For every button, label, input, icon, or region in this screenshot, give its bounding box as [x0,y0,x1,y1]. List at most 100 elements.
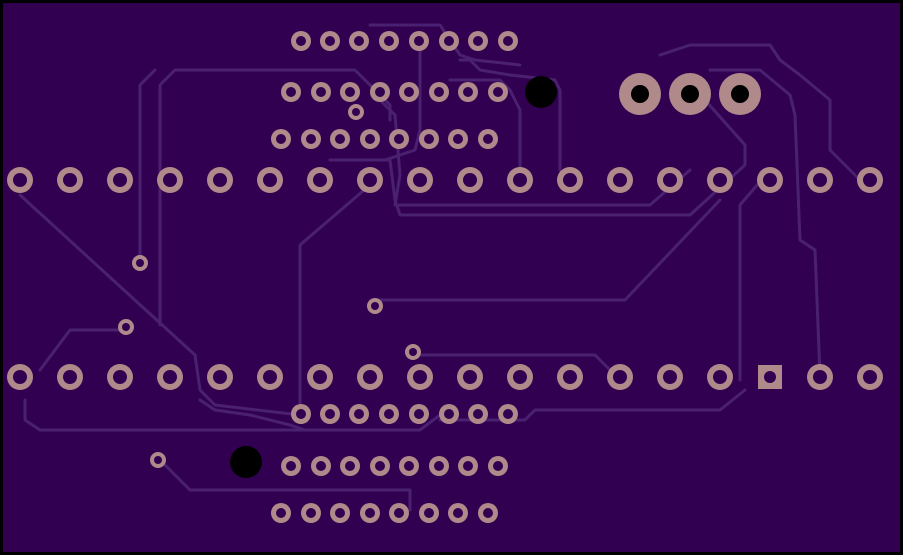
header-bottom-pad-hole [163,370,177,384]
header-top-pad [57,167,83,193]
header-bottom-pad [157,364,183,390]
via [367,298,383,314]
header-top-pad-hole [63,173,77,187]
connector-bottom-pad-hole [276,508,286,518]
header-bottom-pad-hole [463,370,477,384]
via [132,255,148,271]
connector-top-pad-hole [444,36,454,46]
header-top-pad [257,167,283,193]
header-top-pad [157,167,183,193]
header-top-pad-hole [263,173,277,187]
header-top-pad [707,167,733,193]
connector-top-pad-hole [335,134,345,144]
header-top-pad [507,167,533,193]
connector-top-pad [468,31,488,51]
connector-top-pad-hole [503,36,513,46]
connector-top-pad [419,129,439,149]
header-top-pad-hole [413,173,427,187]
header-top-pad-hole [813,173,827,187]
connector-top-pad [498,31,518,51]
connector-bottom-pad [488,456,508,476]
header-bottom-pad [607,364,633,390]
header-bottom-pad-hole [863,370,877,384]
connector-top-pad [458,82,478,102]
connector-top-pad [311,82,331,102]
connector-bottom-pad-hole [375,461,385,471]
connector-top-pad-hole [345,87,355,97]
header-bottom-pad-hole [613,370,627,384]
connector-top-pad [291,31,311,51]
trace [378,98,692,207]
trace [38,328,127,372]
connector-top-pad [349,31,369,51]
connector-bottom-pad [340,456,360,476]
header-top-pad [857,167,883,193]
trace [438,388,747,422]
header-bottom-pad-hole [563,370,577,384]
trace [328,98,747,217]
pads-layer [7,31,883,523]
header-top-pad [607,167,633,193]
connector-top-pad-hole [384,36,394,46]
header-top-pad [207,167,233,193]
connector-top-pad-hole [483,134,493,144]
copper-traces [18,23,862,512]
trace [413,353,617,377]
connector-bottom-pad-hole [414,409,424,419]
power-connector-pad [619,73,661,115]
connector-top-pad [429,82,449,102]
connector-top-pad [281,82,301,102]
header-bottom-pad-hole [13,370,27,384]
connector-bottom-pad [468,404,488,424]
connector-bottom-pad-hole [493,461,503,471]
connector-bottom-pad [281,456,301,476]
connector-bottom-pad [370,456,390,476]
header-bottom-pad-hole [513,370,527,384]
trace [458,58,562,172]
header-top-pad-hole [463,173,477,187]
connector-top-pad-hole [463,87,473,97]
connector-top-pad-hole [286,87,296,97]
connector-bottom-pad [448,503,468,523]
connector-top-pad [399,82,419,102]
mounting-holes [230,76,557,478]
trace [158,68,392,327]
header-bottom-pad [807,364,833,390]
header-bottom-pad [457,364,483,390]
header-top-pad-hole [513,173,527,187]
connector-bottom-pad-hole [296,409,306,419]
connector-bottom-pad-hole [444,409,454,419]
header-top-pad-hole [213,173,227,187]
connector-top-pad-hole [375,87,385,97]
connector-bottom-pad [379,404,399,424]
connector-bottom-pad-hole [335,508,345,518]
power-connector-hole [731,85,749,103]
connector-bottom-pad [419,503,439,523]
connector-bottom-pad-hole [394,508,404,518]
power-connector-pad [669,73,711,115]
header-top-pad-hole [313,173,327,187]
trace [383,48,422,162]
connector-top-pad [439,31,459,51]
header-top-pad [7,167,33,193]
header-bottom-pad [307,364,333,390]
connector-bottom-pad [399,456,419,476]
header-top-pad-hole [663,173,677,187]
connector-bottom-pad-hole [473,409,483,419]
connector-bottom-pad-hole [365,508,375,518]
header-bottom-pad-hole [363,370,377,384]
connector-top-pad [330,129,350,149]
header-bottom-pad [857,364,883,390]
connector-top-pad-hole [414,36,424,46]
header-top-pad-hole [163,173,177,187]
connector-top-pad-hole [434,87,444,97]
trace [658,43,862,182]
connector-bottom-pad-hole [404,461,414,471]
connector-bottom-pad-hole [463,461,473,471]
connector-top-pad [389,129,409,149]
trace [138,68,157,264]
header-bottom-pad [207,364,233,390]
trace [158,458,192,492]
connector-bottom-pad-hole [434,461,444,471]
connector-top-pad [360,129,380,149]
